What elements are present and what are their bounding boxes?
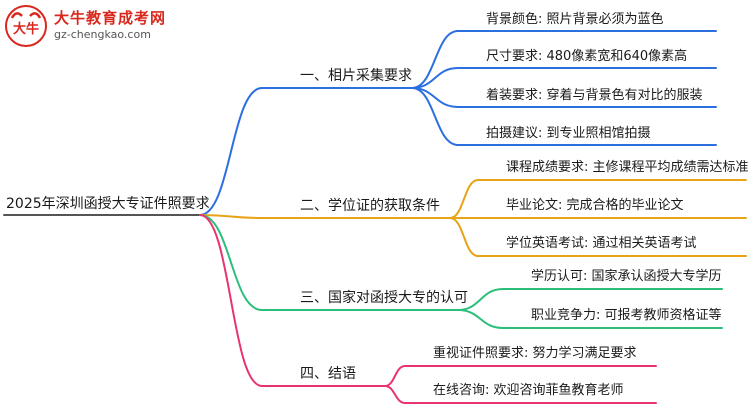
branch-3-connector xyxy=(199,214,263,311)
leaf-1-2: 尺寸要求: 480像素宽和640像素高 xyxy=(486,49,688,64)
leaf-4-2: 在线咨询: 欢迎咨询菲鱼教育老师 xyxy=(433,383,624,398)
logo-mark-text: 大牛 xyxy=(13,21,39,37)
site-logo[interactable]: 大牛 大牛教育成考网 gz-chengkao.com xyxy=(4,4,194,48)
mindmap-root: 2025年深圳函授大专证件照要求 xyxy=(6,196,210,212)
leaf-1-4-connector xyxy=(411,87,459,146)
leaf-1-1-connector xyxy=(411,30,459,89)
leaf-1-1: 背景颜色: 照片背景必须为蓝色 xyxy=(486,12,664,27)
leaf-1-3: 着装要求: 穿着与背景色有对比的服装 xyxy=(486,88,703,103)
branch-3-label: 三、国家对函授大专的认可 xyxy=(300,290,468,306)
leaf-3-1: 学历认可: 国家承认函授大专学历 xyxy=(531,269,722,284)
leaf-2-1-connector xyxy=(449,179,479,219)
branch-4-connector xyxy=(199,214,263,387)
leaf-1-4: 拍摄建议: 到专业照相馆拍摄 xyxy=(486,126,651,141)
leaf-2-3-connector xyxy=(449,217,479,257)
leaf-3-2-connector xyxy=(457,309,504,329)
leaf-3-1-connector xyxy=(457,288,504,311)
logo-site-name: 大牛教育成考网 xyxy=(54,9,167,27)
leaf-4-1: 重视证件照要求: 努力学习满足要求 xyxy=(433,346,637,361)
branch-2-connector xyxy=(199,214,263,219)
branch-1-label: 一、相片采集要求 xyxy=(300,68,412,84)
branch-4-label: 四、结语 xyxy=(300,366,356,382)
leaf-2-2: 毕业论文: 完成合格的毕业论文 xyxy=(506,198,684,213)
leaf-2-3: 学位英语考试: 通过相关英语考试 xyxy=(506,236,697,251)
bull-logo-icon: 大牛 xyxy=(5,5,47,47)
logo-site-url: gz-chengkao.com xyxy=(54,28,151,41)
leaf-4-2-connector xyxy=(384,385,406,404)
leaf-4-1-connector xyxy=(384,365,406,387)
leaf-3-2: 职业竞争力: 可报考教师资格证等 xyxy=(531,308,722,323)
leaf-1-2-connector xyxy=(411,67,459,89)
leaf-2-1: 课程成绩要求: 主修课程平均成绩需达标准 xyxy=(506,160,749,175)
branch-1-connector xyxy=(199,87,263,216)
branch-2-label: 二、学位证的获取条件 xyxy=(300,198,440,214)
